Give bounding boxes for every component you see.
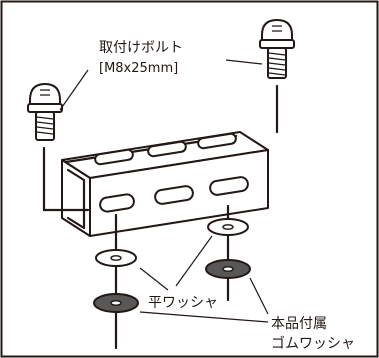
flat-washer-label: 平ワッシャ xyxy=(148,295,218,311)
rubber-washer-icon xyxy=(93,293,139,313)
bolt-label: 取付けボルト xyxy=(99,40,183,56)
rubber-washer-icon xyxy=(205,259,251,279)
bracket-icon xyxy=(61,131,269,237)
bolt-icon xyxy=(27,83,63,141)
bolt-size-label: [M8x25mm] xyxy=(99,61,178,76)
rubber-washer-label-line2: ゴムワッシャ xyxy=(271,335,355,352)
bolt-icon xyxy=(259,19,295,79)
flat-washer-icon xyxy=(95,249,137,267)
flat-washer-icon xyxy=(207,218,249,236)
rubber-washer-label-line1: 本品付属 xyxy=(271,316,327,332)
